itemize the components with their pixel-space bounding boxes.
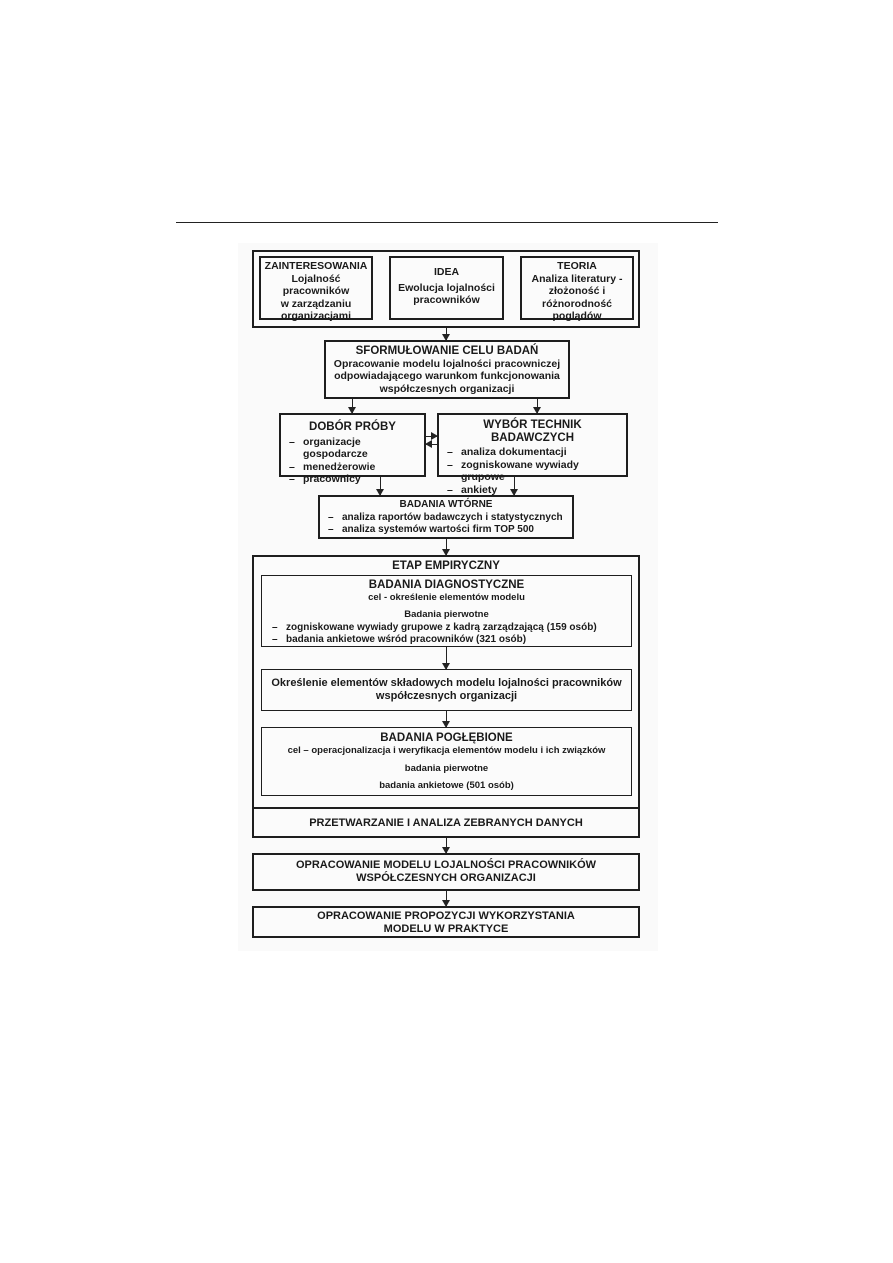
badania-diagnostyczne-item: badania ankietowe wśród pracowników (321… [268,634,625,646]
badania-poglebione-label: badania pierwotne [404,763,489,774]
zainteresowania-line: w zarządzaniu [280,297,352,310]
arrow-right [426,432,438,440]
badania-wtorne-item: analiza systemów wartości firm TOP 500 [324,524,568,537]
badania-poglebione-box: BADANIA POGŁĘBIONE cel – operacjonalizac… [261,727,632,796]
badania-diagnostyczne-box: BADANIA DIAGNOSTYCZNE cel - określenie e… [261,575,632,647]
opracowanie-modelu-line: OPRACOWANIE MODELU LOJALNOŚCI PRACOWNIKÓ… [295,859,597,871]
arrow-down [533,399,541,414]
opracowanie-modelu-line: WSPÓŁCZESNYCH ORGANIZACJI [356,871,536,884]
arrow-down [442,891,450,907]
dobor-proby-item: organizacje gospodarcze [285,436,420,461]
arrow-down [442,838,450,854]
idea-title: IDEA [433,266,460,278]
arrow-down [442,539,450,556]
badania-wtorne-title: BADANIA WTÓRNE [399,499,493,510]
badania-diagnostyczne-item: zogniskowane wywiady grupowe z kadrą zar… [268,622,625,635]
badania-diagnostyczne-label: Badania pierwotne [404,609,489,620]
badania-poglebione-detail: badania ankietowe (501 osób) [379,779,514,791]
badania-poglebione-subtitle: cel – operacjonalizacja i weryfikacja el… [287,744,606,756]
dobor-proby-box: DOBÓR PRÓBY organizacje gospodarcze mene… [279,413,426,485]
zainteresowania-title: ZAINTERESOWANIA [264,260,368,272]
opracowanie-propozycji-line: MODELU W PRAKTYCE [383,922,509,935]
zainteresowania-line: Lojalność [291,272,341,285]
dobor-proby-item: menedżerowie [285,461,420,474]
arrow-left [425,440,437,448]
cel-box: SFORMUŁOWANIE CELU BADAŃ Opracowanie mod… [324,340,570,399]
cel-line: odpowiadającego warunkom funkcjonowania [334,370,560,382]
okreslenie-elementow-line: współczesnych organizacji [375,689,518,702]
wybor-technik-title: WYBÓR TECHNIK BADAWCZYCH [483,419,582,444]
zainteresowania-box: ZAINTERESOWANIA Lojalność pracowników w … [259,256,373,322]
idea-line: pracowników [413,294,480,306]
teoria-box: TEORIA Analiza literatury - złożoność i … [520,256,634,322]
okreslenie-elementow-line: Określenie elementów składowych modelu l… [271,677,622,689]
teoria-line: poglądów [552,310,602,322]
header-rule [176,222,718,223]
zainteresowania-line: organizacjami [280,310,352,322]
cel-line: współczesnych organizacji [379,382,515,395]
arrow-down [376,477,384,496]
wybor-technik-item: zogniskowane wywiady grupowe [443,459,622,484]
badania-wtorne-box: BADANIA WTÓRNE analiza raportów badawczy… [318,495,574,539]
teoria-line: złożoność i [548,285,606,297]
przetwarzanie-label: PRZETWARZANIE I ANALIZA ZEBRANYCH DANYCH [309,817,583,829]
teoria-line: różnorodność [542,297,612,310]
idea-line: Ewolucja lojalności [398,281,495,294]
opracowanie-propozycji-line: OPRACOWANIE PROPOZYCJI WYKORZYSTANIA [317,910,575,922]
arrow-down [348,399,356,414]
opracowanie-propozycji-box: OPRACOWANIE PROPOZYCJI WYKORZYSTANIA MOD… [252,906,640,938]
okreslenie-elementow-box: Określenie elementów składowych modelu l… [261,669,632,711]
arrow-down [442,711,450,728]
dobor-proby-item: pracownicy [285,473,420,486]
badania-wtorne-item: analiza raportów badawczych i statystycz… [324,512,568,525]
teoria-title: TEORIA [557,260,597,272]
idea-box: IDEA Ewolucja lojalności pracowników [389,256,504,320]
wybor-technik-item: ankiety [443,484,622,497]
opracowanie-modelu-box: OPRACOWANIE MODELU LOJALNOŚCI PRACOWNIKÓ… [252,853,640,891]
wybor-technik-item: analiza dokumentacji [443,446,622,459]
cel-title: SFORMUŁOWANIE CELU BADAŃ [355,345,539,357]
badania-poglebione-title: BADANIA POGŁĘBIONE [380,732,513,744]
arrow-down [442,647,450,670]
przetwarzanie-box: PRZETWARZANIE I ANALIZA ZEBRANYCH DANYCH [252,807,640,838]
wybor-technik-box: WYBÓR TECHNIK BADAWCZYCH analiza dokumen… [437,413,628,496]
badania-diagnostyczne-title: BADANIA DIAGNOSTYCZNE [368,579,525,591]
cel-line: Opracowanie modelu lojalności pracownicz… [333,357,561,370]
zainteresowania-line: pracowników [282,285,350,297]
dobor-proby-title: DOBÓR PRÓBY [309,421,396,433]
arrow-down [510,477,518,496]
arrow-down [442,328,450,341]
etap-empiryczny-title: ETAP EMPIRYCZNY [392,560,500,572]
badania-diagnostyczne-subtitle: cel - określenie elementów modelu [368,591,525,603]
teoria-line: Analiza literatury - [531,272,623,285]
